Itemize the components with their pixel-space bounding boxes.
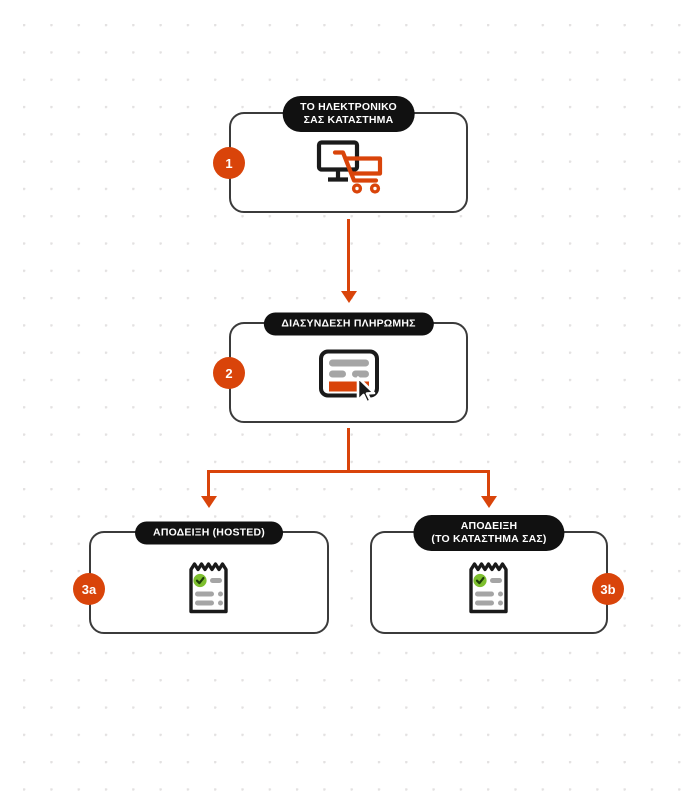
connector-to-3b-line bbox=[487, 470, 490, 499]
node-receipt-hosted-step-badge: 3a bbox=[73, 573, 105, 605]
node-store-title: ΤΟ ΗΛΕΚΤΡΟΝΙΚΟ ΣΑΣ ΚΑΤΑΣΤΗΜΑ bbox=[282, 96, 415, 132]
connector-1-to-2-arrowhead bbox=[340, 291, 357, 303]
node-receipt-hosted[interactable]: ΑΠΟΔΕΙΞΗ (HOSTED) 3a bbox=[73, 521, 329, 634]
receipt-check-icon bbox=[183, 559, 235, 622]
node-receipt-own-store-title: ΑΠΟΔΕΙΞΗ (ΤΟ ΚΑΤΑΣΤΗΜΑ ΣΑΣ) bbox=[413, 515, 565, 551]
node-store-step-badge: 1 bbox=[213, 147, 245, 179]
online-store-cart-icon bbox=[313, 138, 385, 199]
node-payment-gateway-title: ΔΙΑΣΥΝΔΕΣΗ ΠΛΗΡΩΜΗΣ bbox=[263, 312, 434, 336]
node-store[interactable]: ΤΟ ΗΛΕΚΤΡΟΝΙΚΟ ΣΑΣ ΚΑΤΑΣΤΗΜΑ 1 bbox=[213, 96, 468, 213]
connector-1-to-2-line bbox=[347, 219, 350, 294]
credit-card-click-icon bbox=[313, 347, 385, 410]
node-receipt-own-store[interactable]: ΑΠΟΔΕΙΞΗ (ΤΟ ΚΑΤΑΣΤΗΜΑ ΣΑΣ) 3b bbox=[370, 515, 624, 634]
connector-2-split-bar bbox=[207, 470, 490, 473]
connector-to-3b-arrowhead bbox=[480, 496, 497, 508]
connector-to-3a-line bbox=[207, 470, 210, 499]
node-payment-gateway[interactable]: ΔΙΑΣΥΝΔΕΣΗ ΠΛΗΡΩΜΗΣ 2 bbox=[213, 312, 468, 423]
node-receipt-hosted-title: ΑΠΟΔΕΙΞΗ (HOSTED) bbox=[135, 521, 283, 545]
node-payment-gateway-step-badge: 2 bbox=[213, 357, 245, 389]
receipt-check-icon bbox=[463, 559, 515, 622]
node-receipt-own-store-step-badge: 3b bbox=[592, 573, 624, 605]
connector-2-split-stem bbox=[347, 428, 350, 472]
connector-to-3a-arrowhead bbox=[200, 496, 217, 508]
